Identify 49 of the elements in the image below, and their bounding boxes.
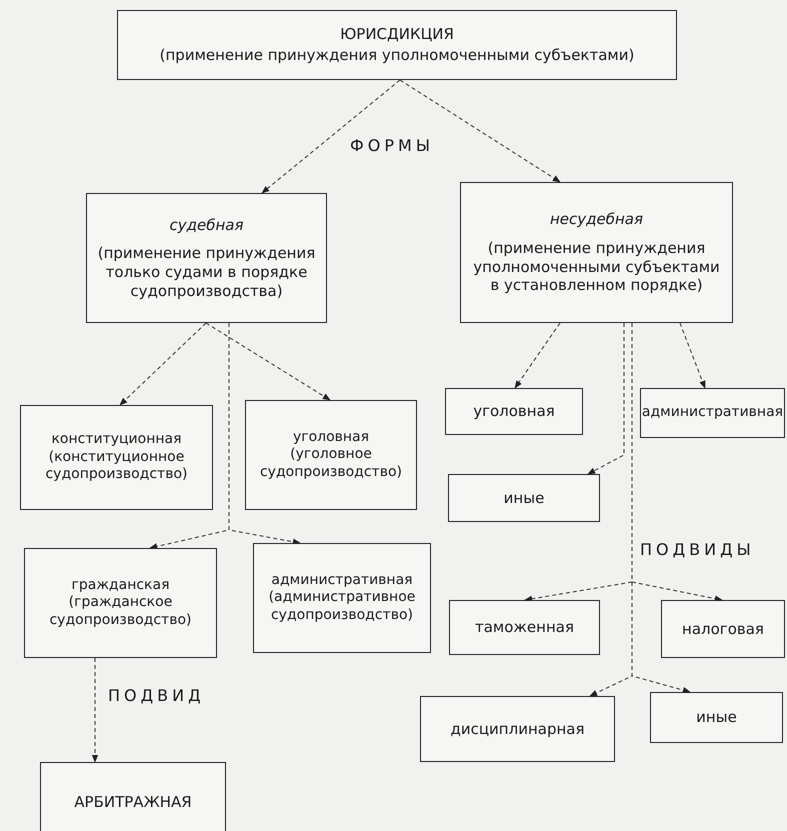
category-box	[86, 193, 327, 323]
category-box	[448, 474, 600, 522]
box-title: судебная	[170, 216, 244, 234]
box-description: (конституционное судопроизводство)	[44, 448, 188, 484]
dashed-arrow	[587, 322, 624, 474]
category-box	[253, 543, 431, 653]
box-title: административная	[271, 572, 413, 590]
dashed-arrow	[680, 322, 706, 389]
box-description: (применение принуждения уполномоченными субъектами в установленном порядке)	[472, 238, 721, 295]
category-box	[20, 405, 213, 510]
box-title: конституционная	[51, 431, 182, 449]
category-box	[24, 548, 217, 658]
box-title: дисциплинарная	[450, 720, 584, 738]
box-title: ЮРИСДИКЦИЯ	[340, 25, 454, 44]
category-box	[661, 600, 785, 658]
category-box	[449, 600, 600, 655]
dashed-arrow	[206, 322, 331, 400]
dashed-arrow	[119, 322, 206, 406]
box-description: (административное судопроизводство)	[268, 589, 416, 624]
category-box	[40, 762, 226, 831]
box-title: налоговая	[682, 620, 764, 638]
box-title: иные	[504, 488, 544, 508]
dashed-arrow	[400, 80, 561, 182]
dashed-arrow	[228, 322, 301, 545]
box-description: (применение принуждения только судами в порядке судопроизводства)	[96, 244, 316, 300]
category-box	[640, 388, 785, 438]
box-title: иные	[696, 708, 737, 727]
dashed-arrow	[261, 80, 400, 194]
box-description: (применение принуждения уполномоченными субъектами)	[160, 46, 634, 65]
box-title: таможенная	[475, 618, 574, 637]
category-box	[460, 182, 733, 323]
box-description: (гражданское судопроизводство)	[48, 594, 192, 630]
subtype-label: ПОДВИД	[108, 686, 205, 705]
category-box	[117, 10, 677, 80]
box-title: административная	[642, 404, 784, 422]
forms-label: ФОРМЫ	[350, 136, 434, 155]
box-title: АРБИТРАЖНАЯ	[74, 792, 192, 812]
category-box	[420, 696, 615, 762]
box-title: гражданская	[72, 576, 170, 594]
dashed-arrow	[92, 658, 98, 763]
box-title: уголовная	[292, 428, 370, 446]
dashed-arrow	[514, 322, 560, 389]
category-box	[445, 388, 583, 435]
category-box	[245, 400, 417, 510]
box-description: (уголовное судопроизводство)	[258, 446, 403, 482]
subtypes-label: ПОДВИДЫ	[640, 540, 755, 559]
category-box	[650, 692, 783, 743]
box-title: уголовная	[473, 402, 555, 421]
box-title: несудебная	[550, 210, 644, 229]
